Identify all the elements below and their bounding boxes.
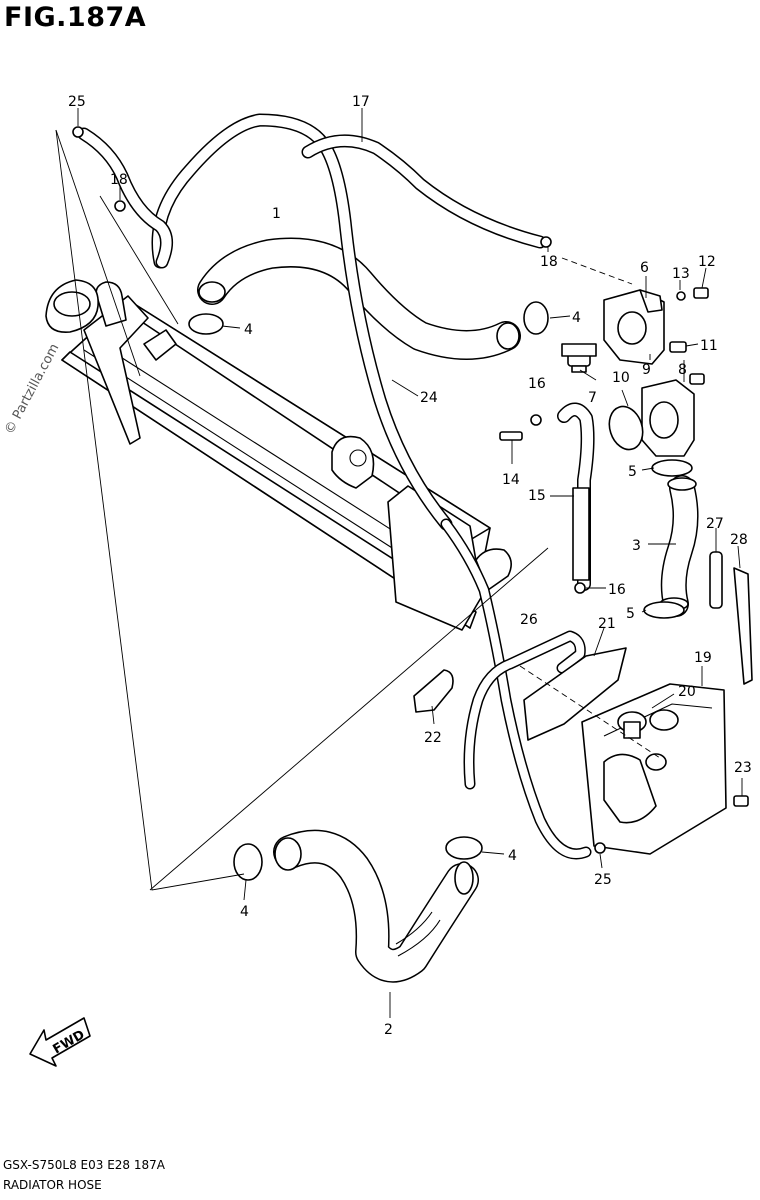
hose-tie (709, 551, 723, 609)
hose-clip (540, 236, 552, 248)
callout-5-upper: 5 (628, 464, 637, 480)
callout-4-lower-right: 4 (508, 848, 517, 864)
callout-11: 11 (700, 338, 718, 354)
callout-19: 19 (694, 650, 712, 666)
callout-1: 1 (272, 206, 281, 222)
callout-21: 21 (598, 616, 616, 632)
overflow-hose-17 (151, 113, 547, 531)
reservoir-tank (581, 683, 727, 855)
callout-6: 6 (640, 260, 649, 276)
callout-25-top: 25 (68, 94, 86, 110)
callout-12: 12 (698, 254, 716, 270)
hose-clip (594, 842, 606, 854)
callout-4-upper-right: 4 (572, 310, 581, 326)
hose-clamp (233, 843, 263, 881)
fwd-arrow-icon: FWD (29, 1017, 91, 1067)
callout-25-lower: 25 (594, 872, 612, 888)
hose-clamp (523, 301, 549, 335)
hose-clip (530, 414, 542, 426)
callout-20: 20 (678, 684, 696, 700)
cable-band (733, 567, 753, 685)
o-ring (608, 405, 644, 451)
part-callouts: 25 17 18 1 18 6 13 12 4 4 11 9 8 10 16 7… (68, 94, 752, 1038)
overflow-hose-24 (440, 518, 592, 860)
upper-radiator-hose (197, 237, 521, 360)
callout-18-right: 18 (540, 254, 558, 270)
callout-3: 3 (632, 538, 641, 554)
callout-4-upper-left: 4 (244, 322, 253, 338)
model-code: GSX-S750L8 E03 E28 187A (3, 1158, 165, 1172)
callout-24: 24 (420, 390, 438, 406)
reservoir-bracket (523, 647, 627, 741)
hose-clamp (643, 601, 685, 619)
callout-18-left: 18 (110, 172, 128, 188)
callout-23: 23 (734, 760, 752, 776)
callout-7: 7 (588, 390, 597, 406)
callout-10: 10 (612, 370, 630, 386)
callout-5-lower: 5 (626, 606, 635, 622)
callout-9: 9 (642, 362, 651, 378)
hose-clip (72, 126, 84, 138)
hose-clip (574, 582, 586, 594)
washer (676, 291, 686, 301)
callout-2: 2 (384, 1022, 393, 1038)
hose-clamp (188, 313, 224, 335)
callout-22: 22 (424, 730, 442, 746)
bolt (733, 795, 749, 807)
section-name: RADIATOR HOSE (3, 1178, 102, 1192)
bypass-hose (557, 402, 595, 591)
thermostat (561, 343, 597, 373)
reservoir-cap (617, 711, 647, 739)
callout-15: 15 (528, 488, 546, 504)
hose-clamp (445, 836, 483, 860)
hose-clamp (651, 459, 693, 477)
bolt (499, 431, 523, 441)
bolt (689, 373, 705, 385)
callout-4-lower-left: 4 (240, 904, 249, 920)
callout-16-upper: 16 (528, 376, 546, 392)
bolt (693, 287, 709, 299)
callout-14: 14 (502, 472, 520, 488)
hose-clamp-bracket (413, 669, 454, 713)
lower-radiator-hose (273, 829, 479, 983)
bolt (669, 341, 687, 353)
callout-26: 26 (520, 612, 538, 628)
callout-27: 27 (706, 516, 724, 532)
figure-title: FIG.187A (4, 2, 147, 33)
callout-28: 28 (730, 532, 748, 548)
callout-8: 8 (678, 362, 687, 378)
callout-13: 13 (672, 266, 690, 282)
thermostat-housing (603, 289, 665, 365)
water-outlet-cover (641, 379, 695, 457)
callout-16-lower: 16 (608, 582, 626, 598)
hose-26 (463, 630, 586, 790)
radiator-cap (45, 279, 99, 333)
hose-top-left (77, 127, 173, 269)
hose-clip (114, 200, 126, 212)
callout-17: 17 (352, 94, 370, 110)
